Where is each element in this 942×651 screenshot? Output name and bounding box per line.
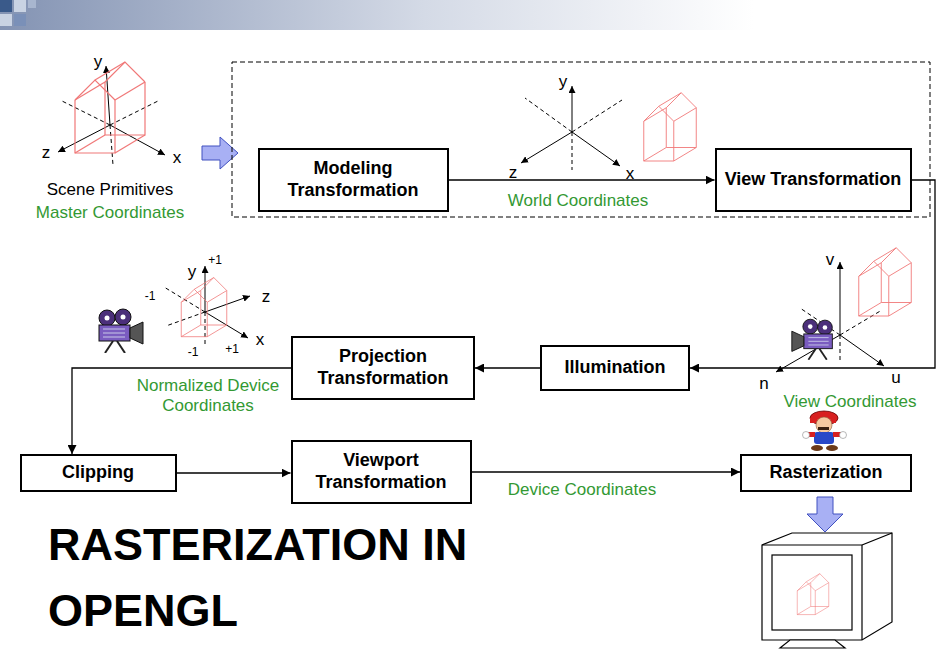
flow-connector xyxy=(177,472,291,473)
ndc-axes xyxy=(205,312,206,346)
master-axes xyxy=(58,66,165,165)
flow-connector xyxy=(449,179,715,180)
ndc-axes xyxy=(166,312,205,326)
dashed-region xyxy=(232,62,930,217)
axis-label: z xyxy=(509,163,518,183)
world-axes xyxy=(572,132,573,170)
monitor-icon xyxy=(862,533,892,545)
axis-label: u xyxy=(891,368,900,388)
master-axes xyxy=(110,125,113,165)
mario-figure xyxy=(816,417,832,433)
camera-icon xyxy=(792,319,832,359)
house-model xyxy=(859,248,912,316)
header-bar xyxy=(14,14,26,26)
axis-label: x xyxy=(256,330,265,350)
axis-label: +1 xyxy=(225,343,239,357)
axis-label: -1 xyxy=(145,290,156,304)
process-box: Projection Transformation xyxy=(291,336,475,400)
axis-label: n xyxy=(759,374,768,394)
world-axes xyxy=(572,132,620,166)
camera-icon xyxy=(792,319,832,359)
ndc-axes xyxy=(164,266,250,346)
view-axes xyxy=(776,262,884,372)
box-label: Clipping xyxy=(62,462,134,484)
header-bar xyxy=(0,14,12,26)
world-axes xyxy=(572,86,573,132)
header-bar xyxy=(0,0,942,30)
process-box: Rasterization xyxy=(740,454,912,492)
mario-figure xyxy=(826,445,838,451)
mario-figure xyxy=(818,427,829,430)
view-axes xyxy=(840,262,841,335)
flow-arrow xyxy=(202,137,238,169)
ndc-axes xyxy=(205,266,206,312)
process-box: Viewport Transformation xyxy=(291,440,472,504)
coordinate-label: Device Coordinates xyxy=(507,480,657,500)
process-box: Modeling Transformation xyxy=(258,148,449,212)
axis-label: x xyxy=(626,164,635,184)
box-label: Viewport Transformation xyxy=(301,450,462,493)
mario-figure xyxy=(803,432,810,439)
mario-figure xyxy=(840,432,847,439)
box-label: View Transformation xyxy=(725,169,902,191)
house-model xyxy=(75,62,145,153)
process-box: Illumination xyxy=(540,345,690,391)
coordinate-label: Normalized Device Coordinates xyxy=(123,376,293,415)
monitor-icon xyxy=(762,533,892,648)
flow-arrow xyxy=(807,497,843,532)
process-box: Clipping xyxy=(20,454,177,492)
axis-label: x xyxy=(173,148,182,168)
axis-label: -1 xyxy=(188,346,199,360)
flow-connector xyxy=(472,471,741,472)
box-label: Modeling Transformation xyxy=(268,158,439,201)
world-axes xyxy=(521,86,622,170)
monitor-icon xyxy=(762,533,892,640)
world-axes xyxy=(572,100,622,132)
world-axes xyxy=(521,132,572,163)
header-bar xyxy=(28,0,36,8)
box-label: Illumination xyxy=(565,357,666,379)
header-bar xyxy=(14,0,26,12)
house-model xyxy=(181,278,227,337)
flow-connector xyxy=(475,367,540,368)
mario-figure xyxy=(803,411,847,451)
axis-label: y xyxy=(559,72,568,92)
monitor-icon xyxy=(772,555,852,630)
process-box: View Transformation xyxy=(715,148,912,212)
coordinate-label: World Coordinates xyxy=(507,191,649,211)
coordinate-label: Master Coordinates xyxy=(36,203,184,223)
camera-icon xyxy=(99,309,143,353)
axis-label: y xyxy=(188,262,197,282)
mario-figure xyxy=(814,432,834,444)
axis-label: Scene Primitives xyxy=(47,180,174,200)
box-label: Rasterization xyxy=(769,462,882,484)
monitor-icon xyxy=(762,544,862,545)
box-label: Projection Transformation xyxy=(301,346,465,389)
ndc-axes xyxy=(205,296,250,312)
monitor-icon xyxy=(780,640,845,648)
axis-label: y xyxy=(94,52,103,72)
axis-label: +1 xyxy=(208,254,222,268)
world-axes xyxy=(525,98,572,132)
view-axes xyxy=(840,335,884,366)
view-axes xyxy=(840,335,841,360)
header-bar xyxy=(0,0,942,30)
axis-label: z xyxy=(262,287,271,307)
house-model xyxy=(797,574,829,615)
monitor-icon xyxy=(861,545,862,640)
page-title: RASTERIZATION IN OPENGL xyxy=(48,512,508,644)
mario-figure xyxy=(811,445,823,451)
header-bar xyxy=(0,0,12,12)
view-axes xyxy=(840,310,882,335)
coordinate-label: View Coordinates xyxy=(784,392,917,412)
house-model xyxy=(644,93,697,161)
master-axes xyxy=(60,100,110,125)
axis-label: v xyxy=(826,250,835,270)
axis-label: z xyxy=(42,143,51,163)
master-axes xyxy=(110,100,160,125)
master-axes xyxy=(106,66,110,125)
